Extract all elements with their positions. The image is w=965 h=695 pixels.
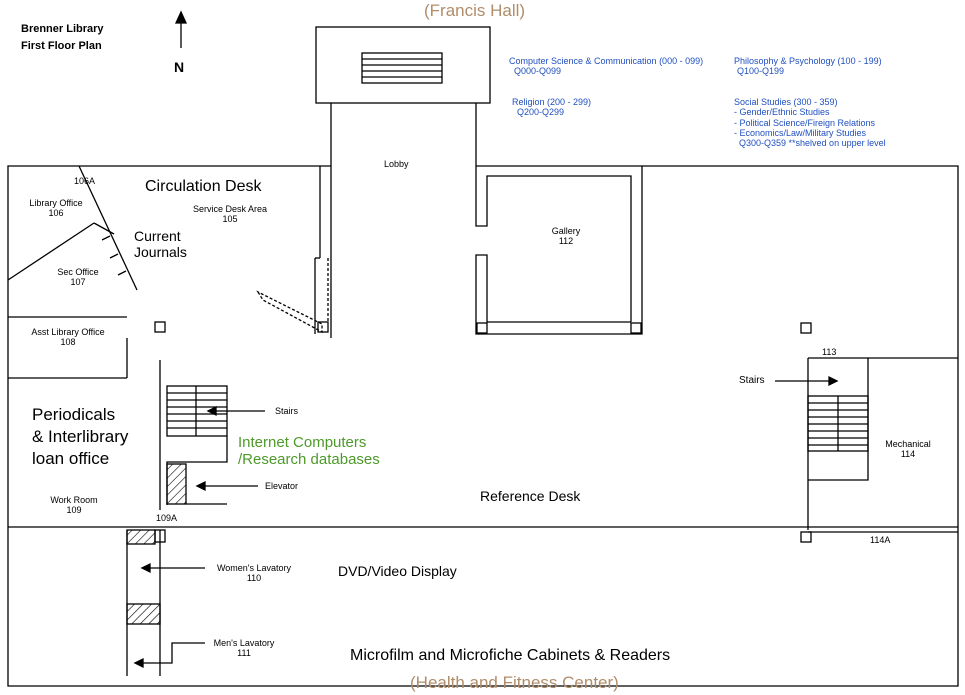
room-109a: 109A [156,513,178,523]
room-106a: 106A [74,176,96,186]
room-womens-lavatory: Women's Lavatory 110 [208,563,300,584]
neighbor-bottom: (Health and Fitness Center) [410,673,619,692]
room-gallery: Gallery 112 [538,226,594,247]
collection-range: Q300-Q359 **shelved on upper level [739,138,886,149]
room-library-office: Library Office 106 [20,198,92,219]
upper-annex [315,26,491,104]
plan-title-line1: Brenner Library [21,23,104,35]
room-sec-office: Sec Office 107 [48,267,108,288]
room-work-room: Work Room 109 [44,495,104,516]
area-reference-desk: Reference Desk [480,488,581,504]
arrow-womens-lavatory [140,562,205,574]
collection-name: Religion (200 - 299) [512,97,592,107]
plan-title: Brenner Library First Floor Plan [21,23,104,52]
room-label: Work Room [50,495,98,505]
room-label: Asst Library Office [31,327,105,337]
room-lobby: Lobby [384,159,409,169]
area-internet-computers: Internet Computers /Research databases [238,434,380,469]
collection-subject: - Economics/Law/Military Studies [734,128,867,139]
room-number: 107 [70,277,86,288]
room-mens-lavatory: Men's Lavatory 111 [206,638,282,659]
room-label: Women's Lavatory [216,563,292,573]
room-number: 114 [900,449,916,460]
collection-name: Social Studies (300 - 359) [734,97,838,107]
arrow-stairs-right [775,375,839,387]
area-microfilm: Microfilm and Microfiche Cabinets & Read… [350,647,671,664]
room-label: Gallery [551,226,581,236]
area-dvd-display: DVD/Video Display [338,563,457,579]
label-stairs-left: Stairs [275,406,299,416]
collection-subject: - Gender/Ethnic Studies [734,107,830,118]
plan-title-line2: First Floor Plan [21,39,102,52]
room-number: 105 [222,214,238,225]
outer-wall [7,165,959,687]
collection-range: Q100-Q199 [737,66,785,77]
area-current-journals: Current Journals [134,228,187,260]
elevator-shaft [166,463,187,505]
area-line: Journals [134,244,187,261]
area-line: Internet Computers [238,434,367,451]
area-periodicals: Periodicals & Interlibrary loan office [32,404,128,470]
collection-philosophy: Philosophy & Psychology (100 - 199) Q100… [734,56,882,77]
room-service-desk: Service Desk Area 105 [185,204,275,225]
area-circulation-desk: Circulation Desk [145,178,262,195]
area-line: /Research databases [238,451,380,469]
upper-stairs [361,52,443,84]
collection-religion: Religion (200 - 299) Q200-Q299 [512,97,591,118]
room-asst-library-office: Asst Library Office 108 [18,327,118,348]
room-label: Men's Lavatory [213,638,275,648]
collection-name: Computer Science & Communication (000 - … [509,56,704,66]
collection-subject: - Political Science/Fireign Relations [734,117,876,128]
collection-name: Philosophy & Psychology (100 - 199) [734,56,882,66]
label-stairs-right: Stairs [739,375,765,386]
room-number: 111 [237,648,251,659]
area-line: loan office [32,449,110,469]
room-number: 108 [60,337,76,348]
room-114a: 114A [870,535,891,545]
neighbor-top: (Francis Hall) [424,1,526,20]
label-elevator: Elevator [265,481,299,491]
collection-computer-science: Computer Science & Communication (000 - … [509,56,703,77]
room-mechanical: Mechanical 114 [876,439,940,460]
collection-range: Q200-Q299 [517,107,565,118]
north-arrow-icon [174,10,188,48]
area-line: Periodicals [32,405,116,424]
arrow-elevator [195,480,258,492]
room-label: Sec Office [57,267,99,277]
arrow-mens-lavatory [133,642,205,669]
room-113: 113 [822,347,837,357]
north-label: N [174,59,185,75]
room-label: Mechanical [885,439,931,449]
room-number: 110 [246,573,262,584]
room-label: Service Desk Area [192,204,268,214]
room-number: 112 [558,236,574,247]
collection-social-studies: Social Studies (300 - 359) - Gender/Ethn… [734,97,886,149]
arrow-stairs-left [206,405,265,417]
collection-range: Q000-Q099 [514,66,562,77]
gallery-walls [475,166,643,335]
room-label: Library Office [29,198,83,208]
room-number: 106 [48,208,64,219]
area-line: & Interlibrary [32,427,129,447]
right-stairs [807,395,869,452]
room-number: 109 [66,505,82,516]
area-line: Current [134,228,181,244]
column-marker [317,321,329,333]
